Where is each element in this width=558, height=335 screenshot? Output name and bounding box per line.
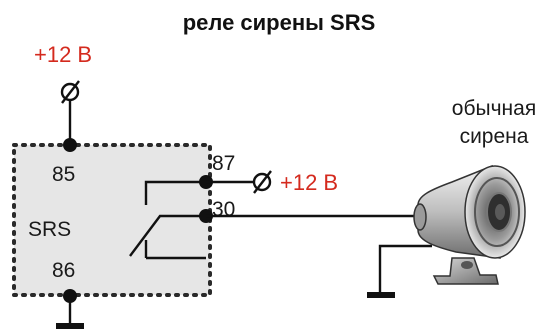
siren-icon [413, 164, 526, 285]
pin-label-86: 86 [52, 259, 75, 282]
supply-label-top: +12 В [34, 42, 92, 67]
diagram-title: реле сирены SRS [183, 10, 376, 35]
relay-contact-switch [129, 180, 206, 260]
relay-name-label: SRS [28, 218, 71, 241]
supply-label-right: +12 В [280, 170, 338, 195]
pin-label-87: 87 [212, 152, 235, 175]
ground-symbol-relay [56, 323, 84, 329]
junction-85 [63, 138, 77, 152]
wire-siren-ground [378, 244, 432, 292]
pin-label-30: 30 [212, 198, 235, 221]
terminal-top [60, 80, 80, 104]
pin-label-85: 85 [52, 163, 75, 186]
terminal-right [252, 170, 272, 194]
siren-label-line1: обычная [452, 97, 536, 120]
ground-symbol-siren [367, 292, 395, 298]
siren-label-line2: сирена [460, 125, 529, 148]
